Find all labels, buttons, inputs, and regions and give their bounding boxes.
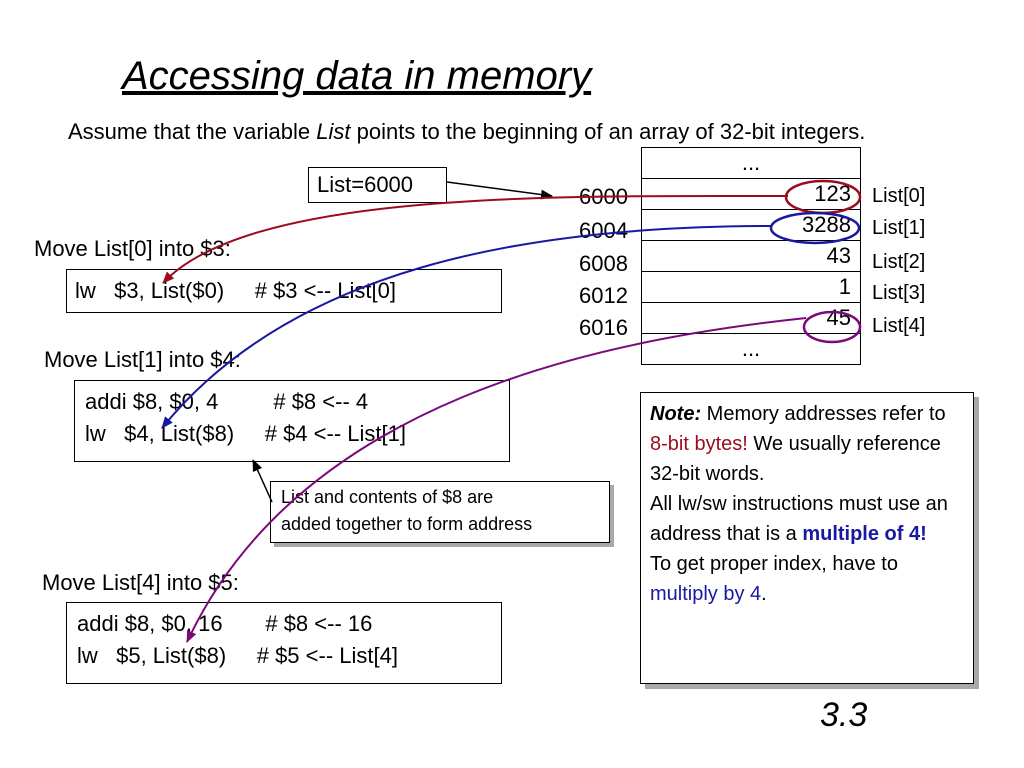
intro-text-start: Assume that the variable bbox=[68, 119, 317, 144]
memory-address: 6000 bbox=[579, 184, 628, 209]
memory-row-top: ... bbox=[641, 147, 861, 179]
code-line: lw $5, List($8) # $5 <-- List[4] bbox=[77, 643, 398, 668]
memory-ellipsis-top: ... bbox=[641, 147, 861, 179]
memory-value: 1 bbox=[641, 271, 861, 303]
array-index-label: List[2] bbox=[872, 251, 926, 273]
code-box-2: addi $8, $0, 4 # $8 <-- 4 lw $4, List($8… bbox=[74, 380, 510, 462]
code-box-3: addi $8, $0, 16 # $8 <-- 16 lw $5, List(… bbox=[66, 602, 502, 684]
code-line: addi $8, $0, 4 # $8 <-- 4 bbox=[85, 389, 369, 414]
code-line: lw $4, List($8) # $4 <-- List[1] bbox=[85, 421, 406, 446]
memory-table: ... 123 3288 43 1 45 ... bbox=[641, 147, 861, 365]
section-heading-2: Move List[1] into $4: bbox=[44, 347, 241, 372]
intro-variable-name: List bbox=[316, 119, 351, 144]
array-index-label: List[0] bbox=[872, 185, 926, 207]
note-highlight-bold: multiple of 4! bbox=[802, 523, 927, 545]
memory-address: 6008 bbox=[579, 251, 628, 276]
array-index-label: List[3] bbox=[872, 282, 926, 304]
memory-row-bottom: ... bbox=[641, 333, 861, 365]
section-heading-1: Move List[0] into $3: bbox=[34, 236, 231, 261]
note-highlight-red: 8-bit bytes! bbox=[650, 433, 748, 455]
memory-value: 45 bbox=[641, 302, 861, 334]
code-line: lw $3, List($0) # $3 <-- List[0] bbox=[75, 278, 396, 303]
memory-row: 45 bbox=[641, 302, 861, 334]
callout-line: added together to form address bbox=[281, 514, 533, 534]
note-label: Note: bbox=[650, 403, 702, 425]
memory-row: 123 bbox=[641, 178, 861, 210]
callout-line: List and contents of $8 are bbox=[281, 487, 494, 507]
memory-address: 6004 bbox=[579, 218, 628, 243]
memory-ellipsis-bottom: ... bbox=[641, 333, 861, 365]
note-paragraph-1: Note: Memory addresses refer to 8-bit by… bbox=[650, 399, 964, 489]
note-text: Memory addresses refer to bbox=[701, 403, 946, 425]
memory-address: 6012 bbox=[579, 283, 628, 308]
list-pointer-box: List=6000 bbox=[308, 167, 447, 203]
memory-value: 123 bbox=[641, 178, 861, 210]
slide-number: 3.3 bbox=[820, 696, 868, 734]
note-highlight-blue: multiply by 4 bbox=[650, 583, 762, 605]
note-paragraph-3: To get proper index, have to multiply by… bbox=[650, 549, 964, 609]
address-callout: List and contents of $8 are added togeth… bbox=[270, 481, 610, 543]
code-box-1: lw $3, List($0) # $3 <-- List[0] bbox=[66, 269, 502, 313]
note-paragraph-2: All lw/sw instructions must use an addre… bbox=[650, 489, 964, 549]
slide-title: Accessing data in memory bbox=[122, 54, 592, 98]
list-pointer-label: List=6000 bbox=[317, 172, 414, 197]
section-heading-3: Move List[4] into $5: bbox=[42, 570, 239, 595]
memory-value: 3288 bbox=[641, 209, 861, 241]
note-text: To get proper index, have to bbox=[650, 553, 898, 575]
memory-row: 43 bbox=[641, 240, 861, 272]
code-line: addi $8, $0, 16 # $8 <-- 16 bbox=[77, 611, 373, 636]
array-index-label: List[1] bbox=[872, 217, 926, 239]
array-index-label: List[4] bbox=[872, 315, 926, 337]
note-box: Note: Memory addresses refer to 8-bit by… bbox=[640, 392, 974, 684]
list-pointer-arrow bbox=[446, 181, 553, 200]
intro-text: Assume that the variable List points to … bbox=[68, 116, 888, 147]
memory-value: 43 bbox=[641, 240, 861, 272]
memory-address: 6016 bbox=[579, 315, 628, 340]
note-text: . bbox=[761, 583, 767, 605]
memory-row: 1 bbox=[641, 271, 861, 303]
memory-row: 3288 bbox=[641, 209, 861, 241]
intro-text-end: points to the beginning of an array of 3… bbox=[350, 119, 866, 144]
